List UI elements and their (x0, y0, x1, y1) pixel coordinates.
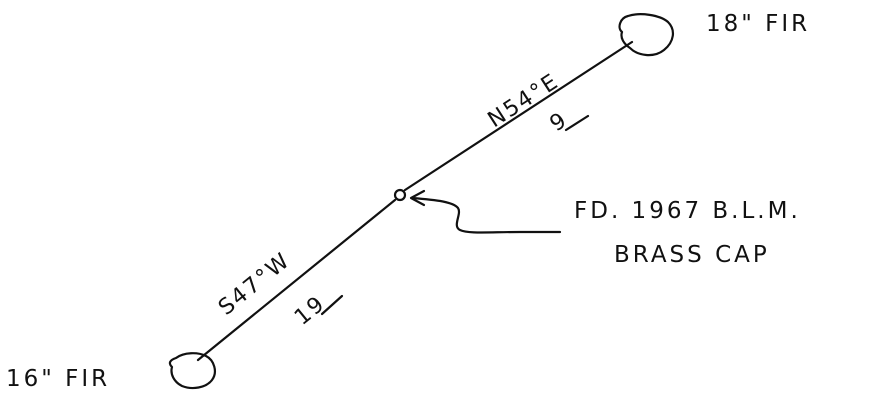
monument-label-line2: BRASS CAP (614, 242, 770, 268)
northeast-distance-label: 9 (546, 107, 573, 137)
southwest-bearing-line (196, 198, 397, 362)
southwest-tree-label: 16" FIR (6, 366, 110, 392)
monument-symbol (393, 188, 407, 202)
southwest-distance-label: 19 (290, 291, 331, 331)
southwest-bearing-label: S47°W (214, 248, 296, 321)
arrowhead-icon (409, 189, 426, 207)
northeast-bearing-line (403, 40, 634, 192)
northeast-tree-symbol (618, 13, 674, 57)
southwest-distance-underline (320, 294, 344, 316)
northeast-distance-underline (564, 114, 590, 132)
monument-leader-arrow (410, 196, 562, 234)
northeast-tree-label: 18" FIR (706, 11, 810, 37)
monument-label-line1: FD. 1967 B.L.M. (574, 198, 801, 224)
southwest-tree-symbol (168, 352, 216, 390)
